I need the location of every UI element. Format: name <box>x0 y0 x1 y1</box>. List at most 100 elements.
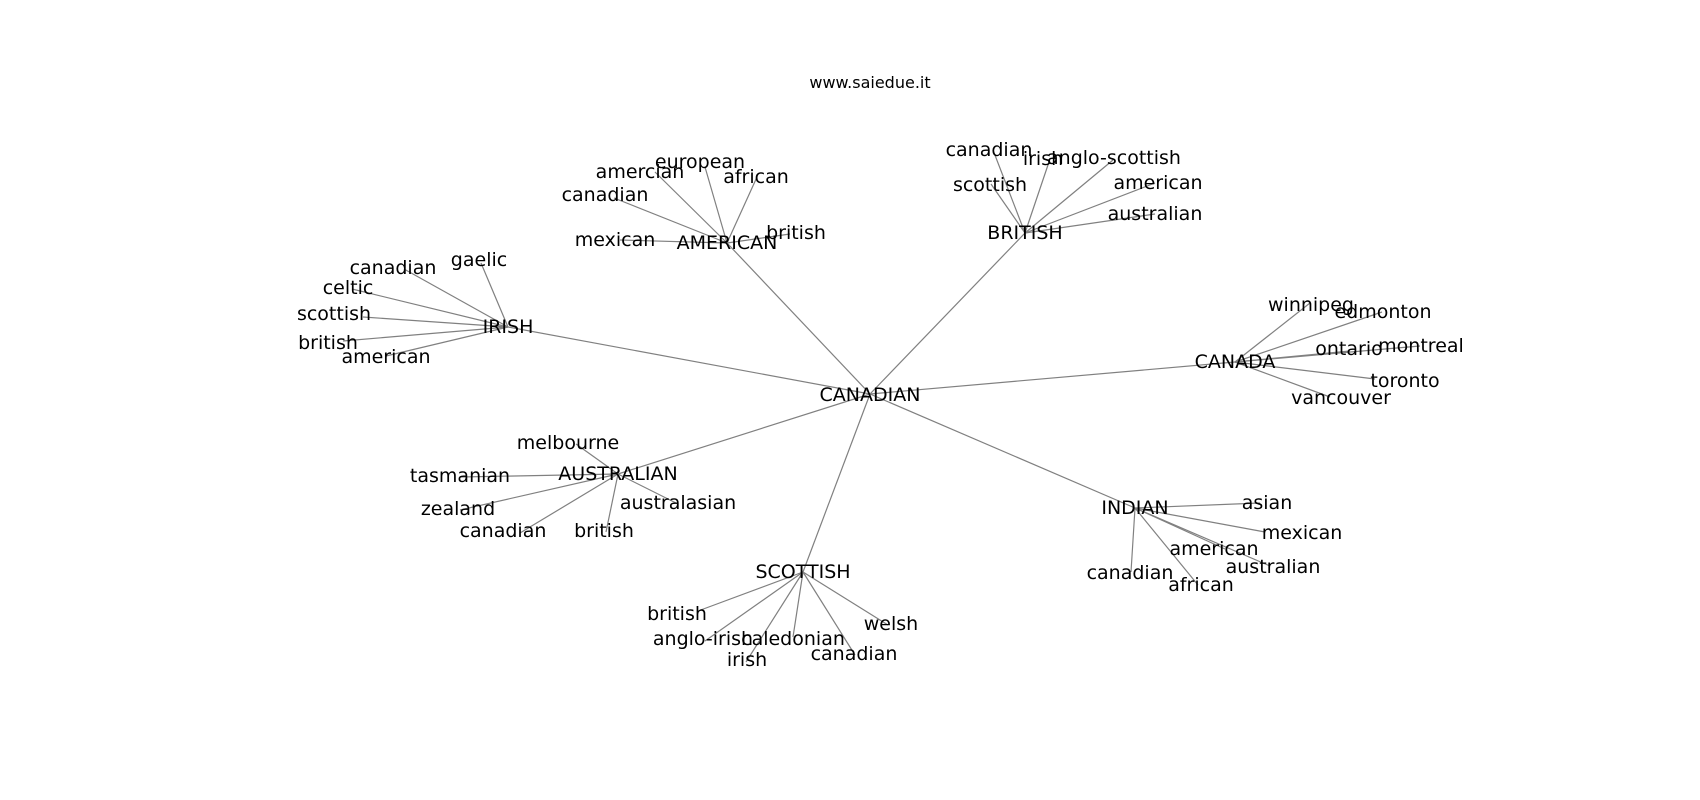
edge-hub-to-neighbor <box>385 326 509 357</box>
edge-hub-to-neighbor <box>519 473 619 534</box>
edge-hub-to-neighbor <box>1134 507 1266 533</box>
edge-hub-to-neighbor <box>704 166 728 244</box>
edge-hub-to-neighbor <box>1134 507 1271 567</box>
neighbor-node-label: mexican <box>1262 522 1343 544</box>
neighbor-node-label: toronto <box>1370 370 1439 392</box>
neighbor-node-label: canadian <box>460 520 547 542</box>
edge-hub-to-neighbor <box>704 571 804 642</box>
neighbor-node-label: edmonton <box>1334 301 1431 323</box>
edge-hub-to-neighbor <box>1024 158 1051 234</box>
neighbor-node-label: canadian <box>811 643 898 665</box>
hub-node-label: CANADA <box>1195 351 1276 373</box>
neighbor-node-label: amercian <box>596 161 685 183</box>
neighbor-node-label: european <box>655 151 745 173</box>
hub-node-label: AMERICAN <box>677 232 778 254</box>
edge-center-to-hub <box>869 232 1026 395</box>
edge-hub-to-neighbor <box>1130 507 1136 573</box>
neighbor-node-label: canadian <box>1087 562 1174 584</box>
edge-center-to-hub <box>869 361 1236 395</box>
edge-hub-to-neighbor <box>480 262 509 328</box>
edge-hub-to-neighbor <box>745 571 804 663</box>
edge-center-to-hub <box>726 242 871 395</box>
edge-hub-to-neighbor <box>619 239 728 244</box>
edge-hub-to-neighbor <box>362 316 509 328</box>
edge-hub-to-neighbor <box>605 473 619 533</box>
edge-hub-to-neighbor <box>726 233 791 244</box>
neighbor-node-label: british <box>298 332 358 354</box>
neighbor-node-label: american <box>1113 172 1202 194</box>
neighbor-node-label: winnipeg <box>1268 294 1354 316</box>
labels-layer: CANADIANAMERICANamercianeuropeanafricanc… <box>297 139 1464 671</box>
edge-hub-to-neighbor <box>1134 507 1199 586</box>
edge-hub-to-neighbor <box>1024 159 1114 234</box>
edges-layer <box>342 149 1421 663</box>
edge-hub-to-neighbor <box>1234 345 1421 363</box>
neighbor-node-label: zealand <box>421 498 495 520</box>
edge-hub-to-neighbor <box>613 197 728 244</box>
edge-hub-to-neighbor <box>654 171 728 244</box>
neighbor-node-label: canadian <box>946 139 1033 161</box>
neighbor-node-label: welsh <box>864 613 918 635</box>
neighbor-node-label: melbourne <box>517 432 619 454</box>
edge-center-to-hub <box>507 326 871 395</box>
neighbor-node-label: australasian <box>620 492 736 514</box>
neighbor-node-label: british <box>647 603 707 625</box>
neighbor-node-label: montreal <box>1378 335 1464 357</box>
neighbor-node-label: mexican <box>575 229 656 251</box>
edge-hub-to-neighbor <box>1234 361 1331 398</box>
neighbor-node-label: british <box>574 520 634 542</box>
neighbor-node-label: tasmanian <box>410 465 510 487</box>
neighbor-node-label: american <box>341 346 430 368</box>
hub-node-label: BRITISH <box>987 222 1062 244</box>
edge-hub-to-neighbor <box>1024 213 1156 234</box>
neighbor-node-label: scottish <box>297 303 371 325</box>
graph-title: www.saiedue.it <box>809 73 930 92</box>
neighbor-node-label: australian <box>1108 203 1203 225</box>
neighbor-node-label: irish <box>727 649 767 671</box>
hub-node-label: SCOTTISH <box>755 561 850 583</box>
edge-hub-to-neighbor <box>1024 182 1156 234</box>
edge-hub-to-neighbor <box>575 443 619 475</box>
edge-hub-to-neighbor <box>351 288 509 328</box>
edge-hub-to-neighbor <box>802 571 889 626</box>
neighbor-node-label: canadian <box>350 257 437 279</box>
neighbor-node-label: ontario <box>1315 338 1382 360</box>
edge-hub-to-neighbor <box>403 268 509 328</box>
edge-hub-to-neighbor <box>992 149 1026 234</box>
edge-hub-to-neighbor <box>342 326 509 342</box>
edge-hub-to-neighbor <box>617 473 679 505</box>
neighbor-node-label: canadian <box>562 184 649 206</box>
edge-hub-to-neighbor <box>459 473 619 478</box>
edge-hub-to-neighbor <box>726 176 758 244</box>
edge-hub-to-neighbor <box>802 571 856 656</box>
neighbor-node-label: anglo-irish <box>653 628 753 650</box>
neighbor-node-label: asian <box>1242 492 1293 514</box>
neighbor-node-label: british <box>766 222 826 244</box>
edge-center-to-hub <box>869 393 1136 509</box>
hub-node-label: IRISH <box>483 316 534 338</box>
edge-hub-to-neighbor <box>1234 311 1383 363</box>
center-node-label: CANADIAN <box>820 384 921 406</box>
neighbor-node-label: scottish <box>953 174 1027 196</box>
edge-hub-to-neighbor <box>990 183 1026 234</box>
neighbor-node-label: caledonian <box>741 628 845 650</box>
edge-hub-to-neighbor <box>1234 302 1311 363</box>
neighbor-node-label: australian <box>1226 556 1321 578</box>
edge-center-to-hub <box>802 393 871 573</box>
edge-center-to-hub <box>617 393 871 475</box>
edge-hub-to-neighbor <box>792 571 804 638</box>
neighbor-node-label: vancouver <box>1291 387 1391 409</box>
neighbor-node-label: gaelic <box>451 249 507 271</box>
neighbor-node-label: african <box>723 166 789 188</box>
edge-hub-to-neighbor <box>1134 502 1261 509</box>
edge-hub-to-neighbor <box>1234 361 1376 380</box>
hub-node-label: INDIAN <box>1101 497 1168 519</box>
neighbor-node-label: african <box>1168 574 1234 596</box>
neighbor-node-label: american <box>1169 538 1258 560</box>
edge-hub-to-neighbor <box>697 571 804 612</box>
neighbor-node-label: irish <box>1023 148 1063 170</box>
hub-node-label: AUSTRALIAN <box>558 463 677 485</box>
neighbor-node-label: celtic <box>323 277 374 299</box>
neighbor-node-label: anglo-scottish <box>1047 147 1181 169</box>
